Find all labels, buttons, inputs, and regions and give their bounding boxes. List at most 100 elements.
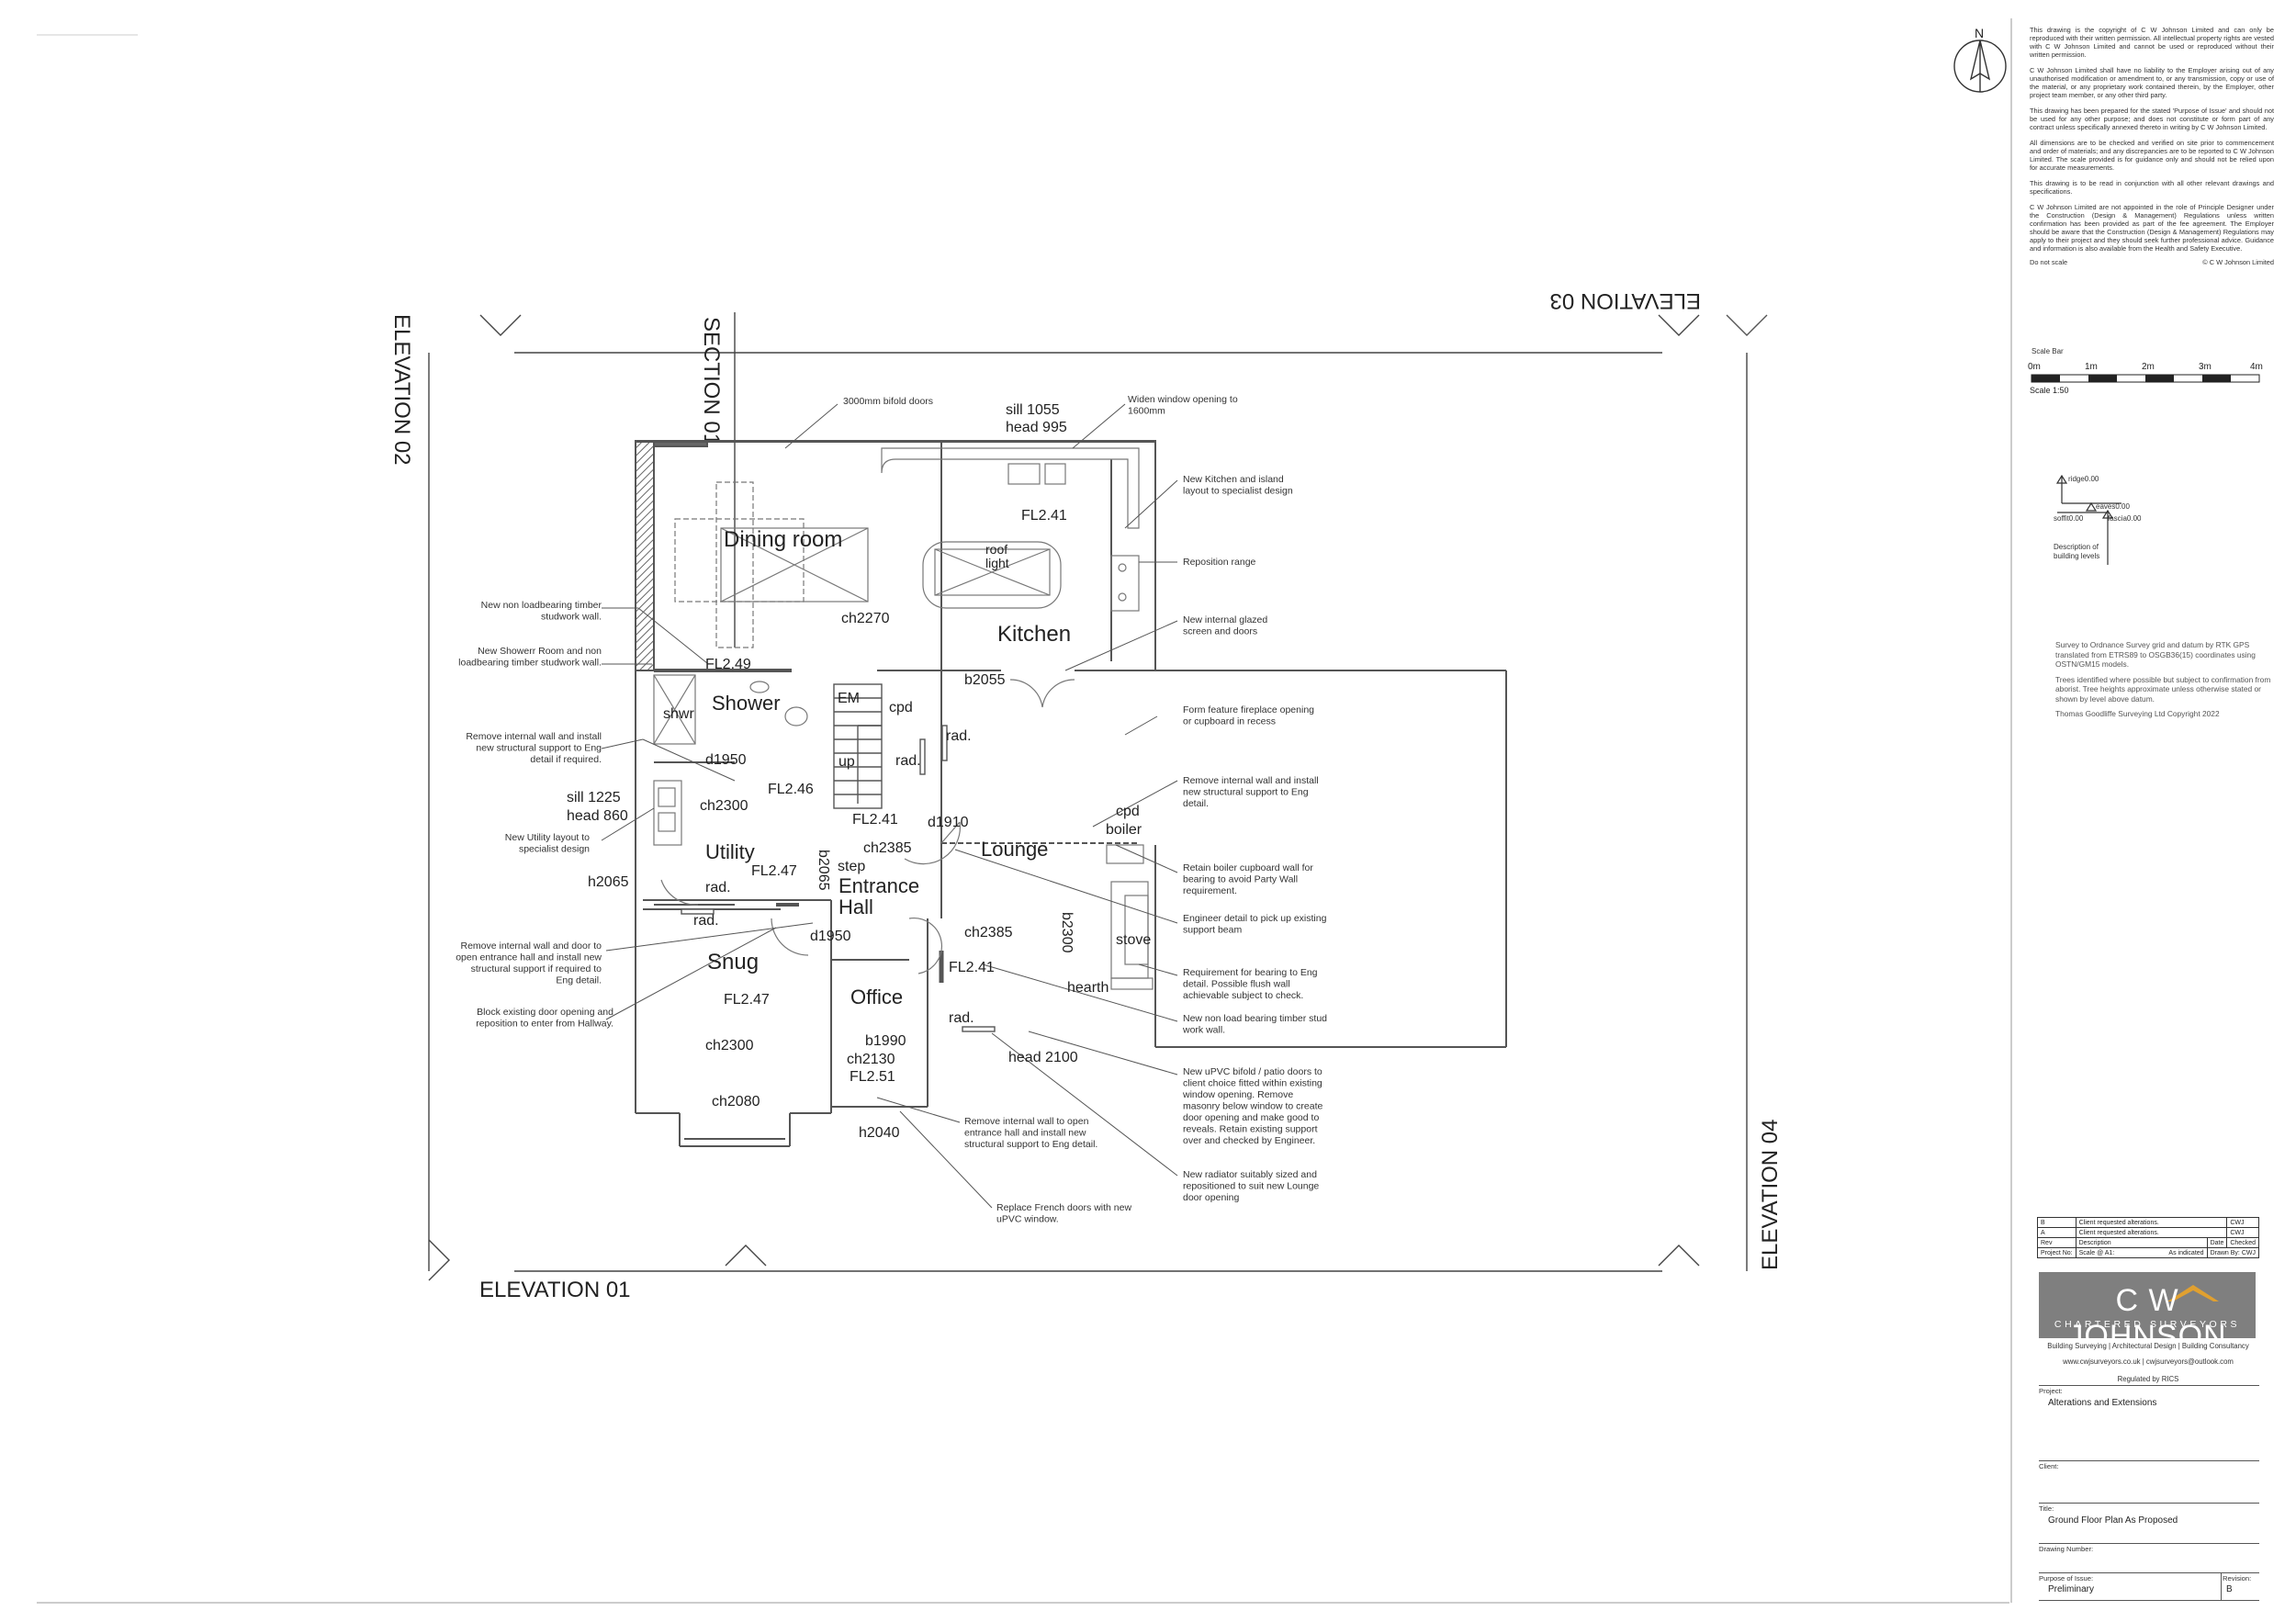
section-01-label: SECTION 01 [699,317,724,445]
room-utility: Utility [705,840,755,863]
svg-text:head 860: head 860 [567,808,628,824]
svg-text:rad.: rad. [949,1010,974,1026]
elevation-01-label: ELEVATION 01 [479,1278,631,1302]
svg-text:b2055: b2055 [964,672,1006,688]
purpose-label: Purpose of Issue: [2039,1574,2094,1583]
room-dining: Dining room [724,527,842,552]
do-not-scale: Do not scale [2030,258,2068,266]
leader-lines [601,403,1178,1209]
svg-text:h2040: h2040 [859,1125,900,1141]
svg-text:1m: 1m [2085,362,2098,372]
room-up: up [838,754,855,770]
level-key [2055,474,2122,565]
svg-text:FL2.47: FL2.47 [751,863,797,879]
room-shower: Shower [712,692,781,715]
room-entrance-2: Hall [838,895,873,918]
svg-text:FL2.47: FL2.47 [724,992,770,1008]
elevation-02-label: ELEVATION 02 [389,314,414,466]
room-shwr: shwr [663,706,694,722]
scale-value: Scale 1:50 [2030,386,2069,395]
sheet-border [37,18,2012,1604]
revision-value: B [2226,1584,2233,1594]
svg-text:FL2.46: FL2.46 [768,782,814,797]
room-cpd: cpd [889,700,913,715]
north-arrow-icon [1953,39,2007,93]
room-hearth: hearth [1067,980,1109,996]
svg-text:head 995: head 995 [1006,420,1067,435]
note-5: This drawing is to be read in conjunctio… [2030,179,2274,196]
level-eaves: eaves0.00 [2096,502,2130,511]
note-4: All dimensions are to be checked and ver… [2030,139,2274,172]
svg-text:sill 1225: sill 1225 [567,790,621,805]
copyright: © C W Johnson Limited [2202,258,2274,266]
survey-note-3: Thomas Goodliffe Surveying Ltd Copyright… [2055,709,2220,718]
title-label: Title: [2039,1504,2054,1513]
svg-text:FL2.41: FL2.41 [1021,508,1067,524]
svg-text:sill 1055: sill 1055 [1006,402,1060,418]
note-3: This drawing has been prepared for the s… [2030,107,2274,131]
svg-text:rad.: rad. [895,753,921,769]
room-entrance-1: Entrance [838,874,919,897]
door-swings [660,679,1075,974]
room-roof-light-1: roof [985,542,1007,557]
svg-text:ch2270: ch2270 [841,611,890,626]
svg-text:d1950: d1950 [705,752,747,768]
company-services: Building Surveying | Architectural Desig… [2047,1342,2249,1350]
client-label: Client: [2039,1462,2059,1470]
table-row: A Client requested alterations. CWJ [2037,1227,2259,1238]
svg-text:b2065: b2065 [816,850,831,891]
table-row: B Client requested alterations. CWJ [2037,1217,2259,1228]
room-labels: Dining room Kitchen roof light Shower sh… [663,527,1151,1008]
svg-text:rad.: rad. [693,913,719,929]
svg-text:b1990: b1990 [865,1033,906,1049]
annotation-a1: 3000mm bifold doors [843,396,933,407]
kitchen-fittings [881,447,1140,612]
annotation-notes: 3000mm bifold doors Widen window opening … [456,394,1327,1225]
svg-text:d1950: d1950 [810,929,851,944]
room-cpd-boiler-2: boiler [1106,822,1142,838]
room-cpd-boiler-1: cpd [1116,804,1140,819]
room-lounge: Lounge [981,838,1048,861]
note-2: C W Johnson Limited shall have no liabil… [2030,66,2274,99]
logo-sub-text: CHARTERED SURVEYORS [2054,1319,2241,1330]
svg-text:FL2.41: FL2.41 [949,960,995,975]
north-label: N [1975,26,1984,40]
company-regulated: Regulated by RICS [2117,1375,2179,1383]
staircase [833,683,883,809]
svg-text:rad.: rad. [946,728,972,744]
svg-text:d1910: d1910 [928,815,969,830]
svg-text:b2300: b2300 [1059,912,1075,953]
room-step: step [838,859,865,874]
revision-label: Revision: [2223,1574,2252,1583]
scale-bar-ticks: 0m 1m 2m 3m 4m [2028,362,2263,372]
level-fascia: fascia0.00 [2108,514,2142,523]
project-value: Alterations and Extensions [2048,1398,2157,1408]
revision-table: B Client requested alterations. CWJ A Cl… [2037,1217,2260,1258]
survey-note-2: Trees identified where possible but subj… [2055,674,2271,704]
logo-roof-icon [2167,1285,2219,1301]
room-em: EM [838,691,860,706]
drawing-notes: This drawing is the copyright of C W Joh… [2030,26,2274,266]
room-snug: Snug [707,950,759,974]
company-logo: C W JOHNSON CHARTERED SURVEYORS [2039,1272,2256,1354]
svg-text:0m: 0m [2028,362,2041,372]
drawing-number-label: Drawing Number: [2039,1545,2094,1553]
table-row: Project No: Scale @ A1: As indicated Dra… [2037,1247,2260,1258]
lounge-fittings [1106,844,1154,990]
elevation-04-label: ELEVATION 04 [1758,1119,1783,1270]
utility-fittings [653,674,808,846]
logo-main-text: C W JOHNSON [2067,1283,2227,1354]
dimension-labels: sill 1055 head 995 FL2.41 ch2270 FL2.49 … [567,402,1078,1141]
